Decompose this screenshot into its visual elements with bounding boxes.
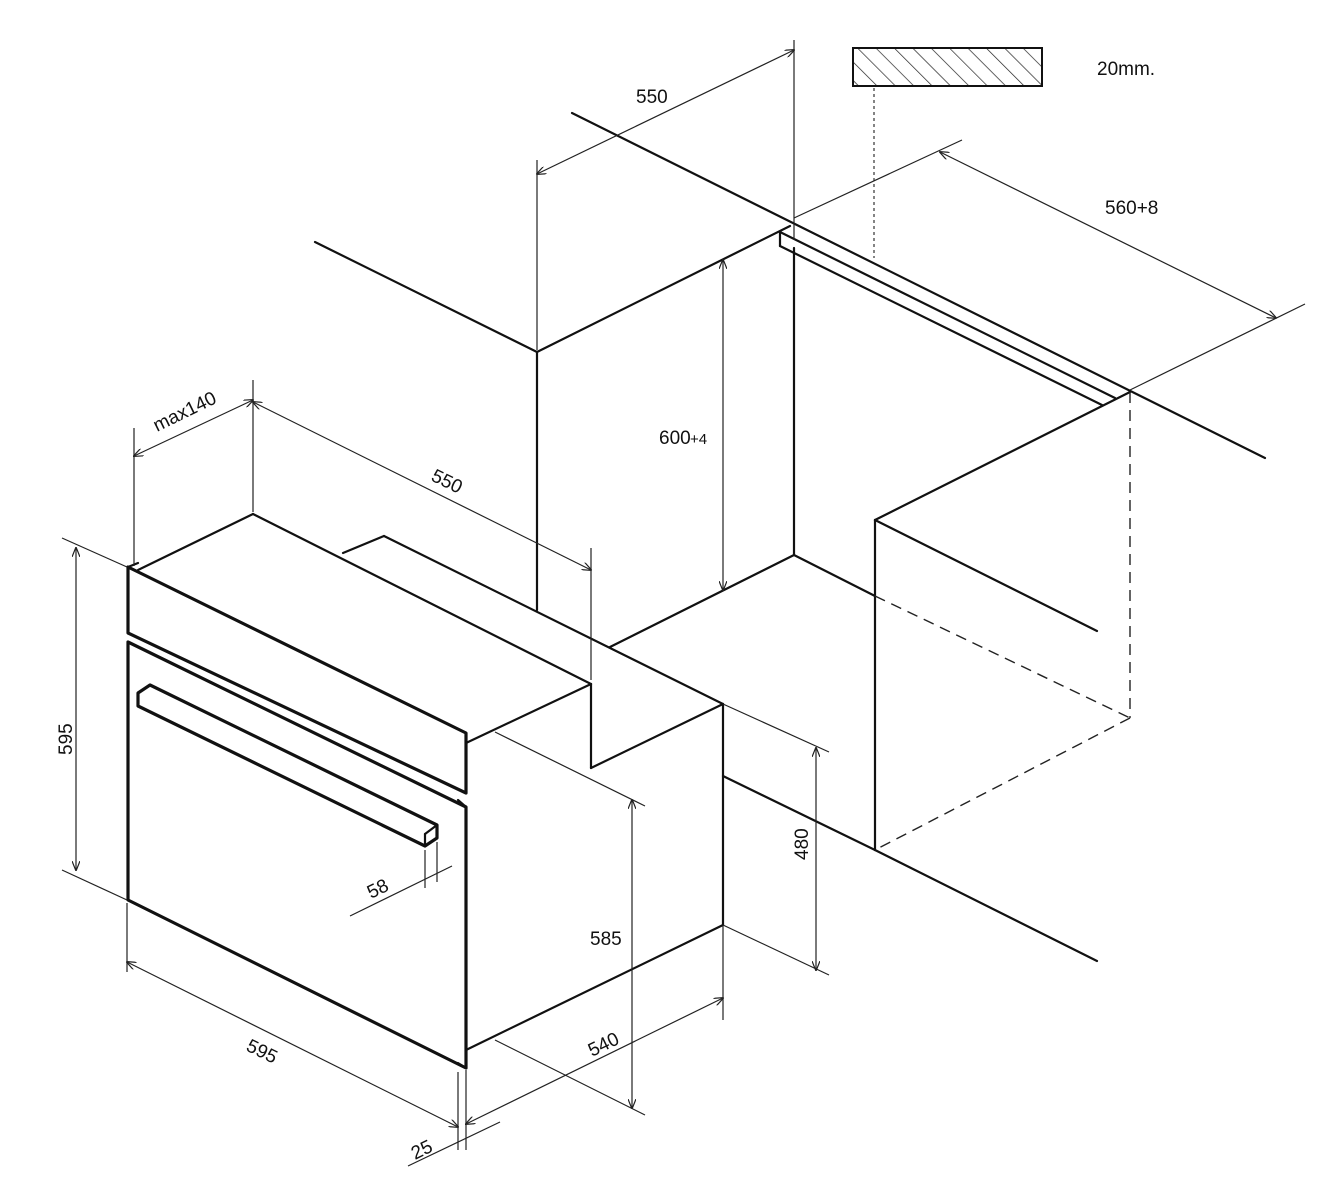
thickness-label: 20mm.	[1097, 59, 1155, 80]
control-panel	[126, 565, 468, 795]
thickness-legend: 20mm.	[852, 47, 1155, 258]
oven-door	[126, 640, 468, 1070]
cabinet-height-label: 600 +4	[659, 428, 707, 449]
front-label: 25	[408, 1136, 436, 1164]
oven-depth-label: 550	[428, 466, 466, 499]
cabinet-depth-label: 550	[636, 87, 668, 108]
cabinet-niche	[313, 111, 1267, 963]
cabinet-height-value: 600	[659, 428, 691, 449]
body-depth-label: 540	[585, 1029, 623, 1062]
dimension-labels: 550 560+8 600 +4 480 max140 550 595 595 …	[56, 87, 1158, 1164]
hatched-panel-icon	[852, 47, 1043, 87]
oven-width-label: 595	[243, 1036, 281, 1069]
handle-label: 58	[364, 875, 392, 903]
lower-height-label: 480	[792, 828, 813, 860]
dimension-lines	[61, 40, 1306, 1167]
oven-height-label: 595	[56, 723, 77, 755]
cabinet-height-tolerance: +4	[690, 431, 707, 448]
cabinet-width-label: 560+8	[1105, 198, 1158, 219]
max-depth-label: max140	[150, 388, 220, 437]
oven-body	[126, 512, 725, 1070]
door-handle	[136, 683, 439, 848]
body-height-label: 585	[590, 929, 622, 950]
